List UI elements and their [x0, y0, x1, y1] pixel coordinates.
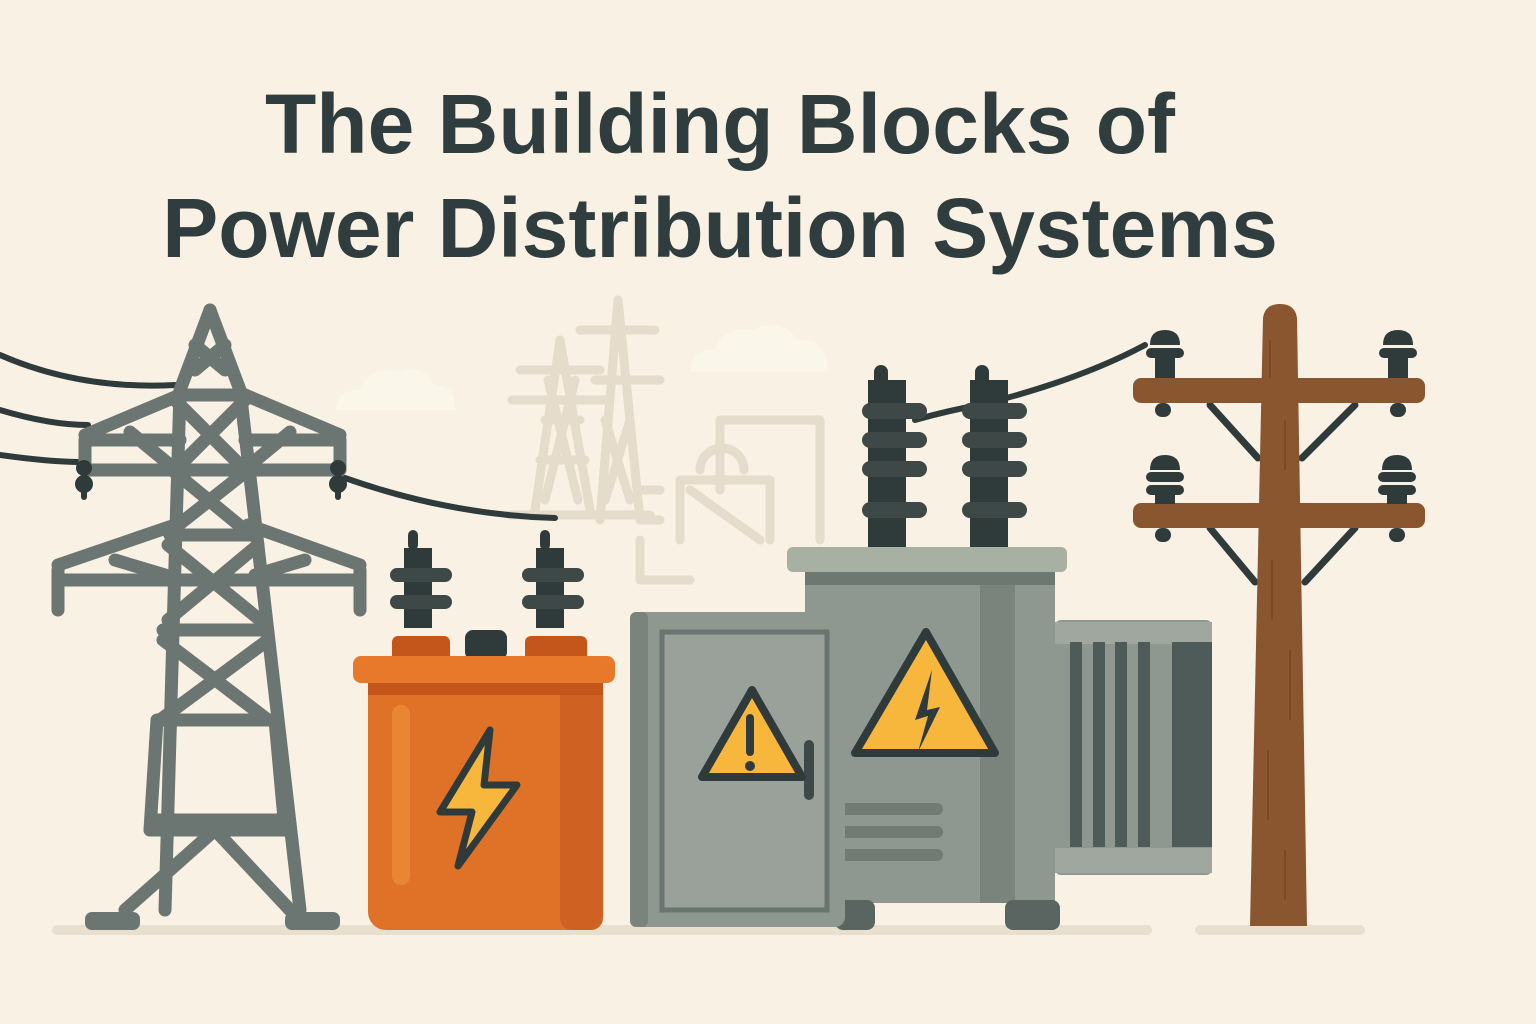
pole-insulator-icon — [1146, 330, 1417, 542]
tower-feet — [85, 912, 340, 930]
lightning-bolt-icon — [436, 726, 521, 870]
title-line-1: The Building Blocks of — [264, 77, 1175, 171]
pad-mounted-transformer — [787, 365, 1067, 930]
transformer-radiator — [1055, 620, 1212, 875]
page-title: The Building Blocks of Power Distributio… — [0, 72, 1440, 280]
pole-mounted-transformer — [353, 530, 615, 930]
cloud-icon — [335, 324, 828, 410]
transmission-tower — [51, 303, 367, 917]
caution-warning-sign — [698, 686, 806, 781]
electrical-cabinet — [630, 612, 845, 927]
cabinet-handle — [804, 740, 814, 800]
lightning-bolt-icon — [915, 670, 940, 752]
title-line-2: Power Distribution Systems — [162, 181, 1278, 275]
utility-pole — [1133, 304, 1425, 926]
high-voltage-warning-sign — [851, 628, 999, 757]
tower-insulator-icon — [75, 460, 347, 500]
